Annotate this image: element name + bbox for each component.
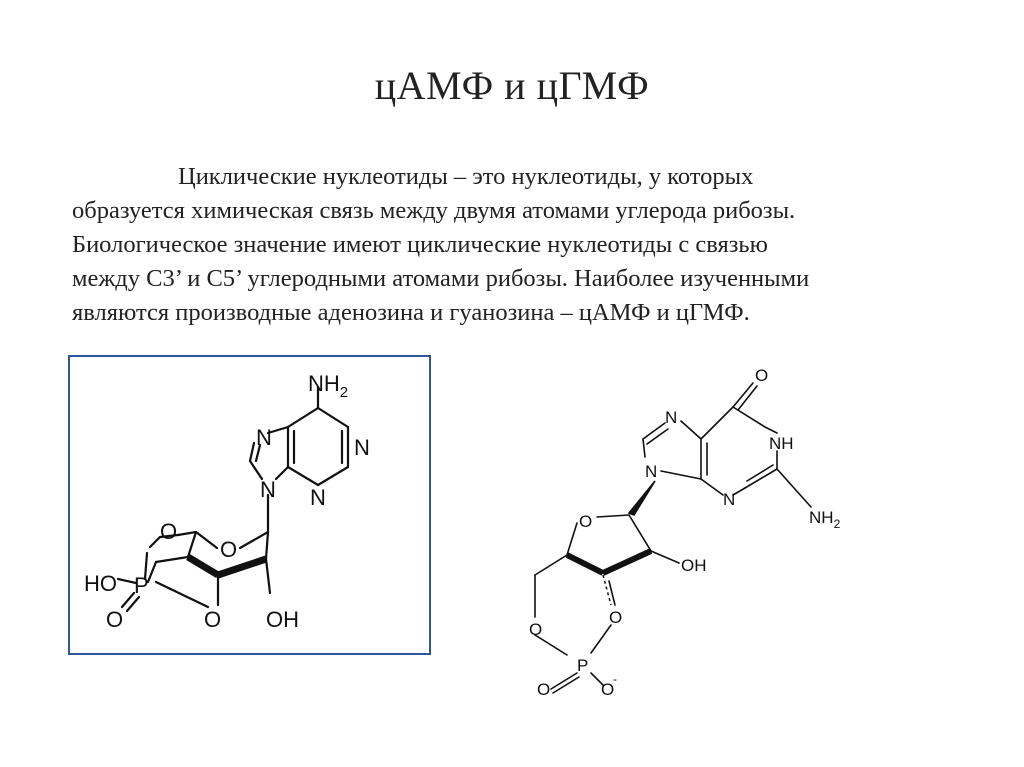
o-atom-left: O — [529, 620, 542, 639]
o-atom-left: O — [160, 519, 177, 544]
n-atom-top: N — [256, 425, 272, 450]
o-atom-minus: O — [601, 680, 614, 699]
p-atom: P — [134, 573, 149, 598]
n-atom-bottom: N — [310, 485, 326, 510]
minus-charge: - — [613, 672, 617, 686]
n-atom-glycosidic: N — [260, 477, 276, 502]
p-atom: P — [577, 656, 588, 675]
description-paragraph: Циклические нуклеотиды – это нуклеотиды,… — [72, 160, 962, 330]
paragraph-line: образуется химическая связь между двумя … — [72, 197, 796, 224]
cgmp-structure: O N NH N N NH2 O OH O O P O O - — [529, 366, 841, 699]
o-atom-right: O — [609, 608, 622, 627]
ho-label: HO — [84, 571, 117, 596]
o-atom-ring: O — [220, 537, 237, 562]
paragraph-line: являются производные аденозина и гуанози… — [72, 299, 750, 326]
n-atom-top: N — [665, 408, 677, 427]
paragraph-line: между C3’ и C5’ углеродными атомами рибо… — [72, 265, 810, 292]
nh-label: NH — [769, 434, 794, 453]
n-atom-right: N — [354, 435, 370, 460]
o-atom-double: O — [537, 680, 550, 699]
paragraph-line: Биологическое значение имеют циклические… — [72, 231, 768, 258]
paragraph-line: Циклические нуклеотиды – это нуклеотиды,… — [178, 163, 754, 190]
n-atom-glycosidic: N — [645, 462, 657, 481]
slide-title: цАМФ и цГМФ — [374, 63, 650, 108]
o-atom-carbonyl: O — [755, 366, 768, 385]
o-atom-double: O — [106, 607, 123, 632]
camp-structure-frame: NH2 N N N N O O HO P O O OH — [68, 355, 431, 655]
oh-label: OH — [681, 556, 707, 575]
nh2-label: NH2 — [809, 508, 841, 531]
n-atom-lower: N — [723, 490, 735, 509]
camp-structure: NH2 N N N N O O HO P O O OH — [84, 371, 370, 632]
cgmp-structure-frame: O N NH N N NH2 O OH O O P O O - — [505, 355, 845, 710]
o-atom-bottom: O — [204, 607, 221, 632]
o-atom-ring: O — [579, 512, 592, 531]
nh2-label: NH2 — [308, 371, 348, 401]
oh-label: OH — [266, 607, 299, 632]
